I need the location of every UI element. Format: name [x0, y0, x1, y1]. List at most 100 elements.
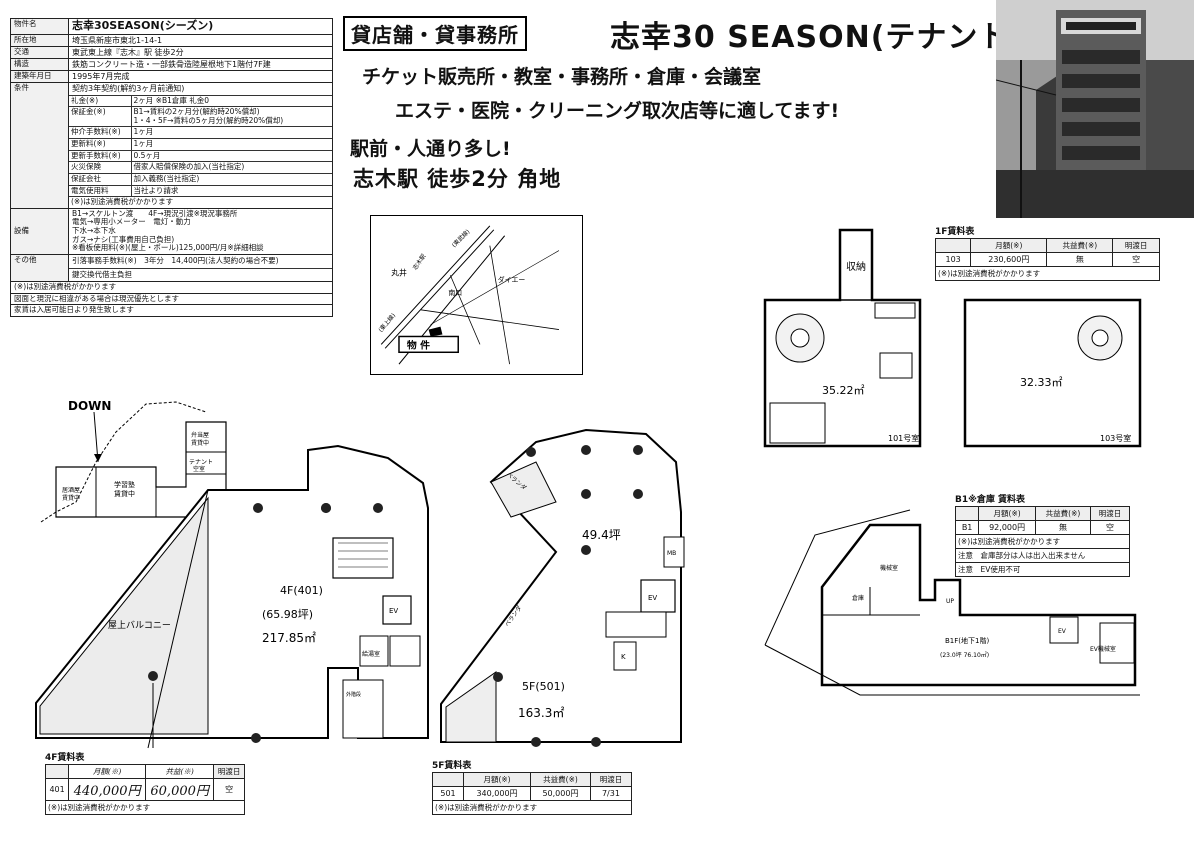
plan-b1-up: UP: [946, 598, 954, 605]
rent-5f-common: 50,000円: [530, 786, 591, 801]
site-plan-gakushu: 学習塾: [114, 480, 135, 489]
rent-5f-monthly: 340,000円: [463, 786, 532, 801]
rent-5f-room: 501: [431, 786, 465, 801]
rent-b1-monthly: 92,000円: [978, 520, 1036, 535]
rent-b1-header: 共益費(※): [1034, 506, 1091, 521]
cond-key: 電気使用料: [69, 185, 132, 198]
site-plan-tenant-status: 空室: [193, 465, 205, 473]
rent-table-b1-caption: B1※倉庫 賃料表: [955, 495, 1026, 505]
rent-4f-available: 空: [213, 778, 245, 801]
plan-5f-tsubo: 49.4坪: [582, 528, 621, 542]
map-label-south: 南口: [448, 288, 462, 297]
cond-value: 1ヶ月: [131, 138, 332, 151]
site-plan-izakaya: 居酒屋: [62, 486, 80, 494]
rent-table-1f-caption: 1F賃料表: [935, 227, 975, 237]
map-label-dept: ダイエー: [498, 275, 526, 284]
building-photo: [996, 0, 1194, 218]
structure-value: 鉄筋コンクリート造・一部鉄骨造陸屋根地下1階付7F建: [68, 58, 333, 72]
cond-value: 0.5ヶ月: [131, 150, 332, 163]
rent-5f-header: 共益費(※): [530, 772, 591, 787]
station-appeal-line: 駅前・人通り多し!: [350, 138, 511, 160]
rent-1f-available: 空: [1112, 252, 1160, 267]
cond-value: 加入義務(当社指定): [131, 173, 332, 186]
info-label: 物件名: [10, 18, 69, 35]
rent-table-5f: 5F賃料表 月額(※) 共益費(※) 明渡日 501 340,000円 50,0…: [431, 758, 633, 815]
rent-b1-note: (※)は別途消費税がかかります: [955, 534, 1130, 549]
rent-1f-common: 無: [1046, 252, 1114, 267]
plan-5f-k: K: [621, 653, 626, 661]
rent-1f-header: [934, 238, 972, 253]
plan-b1-souko: 倉庫: [852, 594, 864, 602]
rent-b1-room: B1: [954, 520, 980, 535]
plan-1f-room-a: 101号室: [888, 433, 919, 443]
rent-4f-note: (※)は別途消費税がかかります: [45, 800, 245, 815]
cond-key: 保証金(※): [69, 106, 132, 128]
map-label-marui: 丸井: [391, 267, 407, 277]
equipment-line: 下水→本下水: [72, 226, 116, 236]
rent-b1-common: 無: [1034, 520, 1091, 535]
rent-1f-room: 103: [934, 252, 972, 267]
cond-value: 当社より請求: [131, 185, 332, 198]
info-label: 所在地: [10, 33, 69, 47]
cond-value: B1→賃料の2ヶ月分(解約時20%償却)1・4・5F→賃料の5ヶ月分(解約時20…: [131, 106, 332, 128]
other-line: 鍵交換代借主負担: [72, 269, 132, 279]
site-plan-bento-status: 賃貸中: [191, 439, 209, 447]
site-plan-gakushu-status: 賃貸中: [114, 489, 135, 498]
rent-table-b1: B1※倉庫 賃料表 月額(※) 共益費(※) 明渡日 B1 92,000円 無 …: [954, 492, 1131, 577]
rent-4f-header: [44, 764, 70, 779]
rent-1f-header: 明渡日: [1112, 238, 1160, 253]
rent-4f-room: 401: [44, 778, 70, 801]
rent-5f-grid: 月額(※) 共益費(※) 明渡日 501 340,000円 50,000円 7/…: [431, 772, 633, 815]
rent-table-5f-caption: 5F賃料表: [432, 761, 472, 771]
floor-plan-1f: 収納 35.22㎡ 101号室 32.33㎡ 103号室: [763, 228, 1142, 448]
plan-4f-gaikai: 外階段: [346, 691, 361, 698]
plan-5f-unit: 5F(501): [522, 680, 565, 693]
plan-1f-storage: 収納: [846, 260, 866, 273]
rent-b1-header: [954, 506, 980, 521]
cond-key: 更新料(※): [69, 138, 132, 151]
rent-5f-available: 7/31: [589, 786, 633, 801]
info-label: 建築年月日: [10, 70, 69, 84]
site-plan-izakaya-status: 賃貸中: [62, 494, 80, 502]
built-value: 1995年7月完成: [68, 70, 333, 84]
plan-4f-balcony: 屋上バルコニー: [108, 620, 171, 631]
rent-table-1f: 1F賃料表 月額(※) 共益費(※) 明渡日 103 230,600円 無 空 …: [934, 224, 1160, 281]
plan-5f-mb: MB: [667, 550, 676, 557]
rent-1f-grid: 月額(※) 共益費(※) 明渡日 103 230,600円 無 空 (※)は別途…: [934, 238, 1160, 281]
plan-b1-unit: B1F(地下1階): [945, 636, 989, 645]
plan-b1-size: (23.0坪 76.10㎡): [940, 651, 989, 659]
rent-b1-header: 月額(※): [978, 506, 1036, 521]
plan-4f-tsubo: (65.98坪): [262, 608, 313, 621]
info-row-conditions: 条件 契約3年契約(解約3ヶ月前通知) 礼金(※)2ヶ月 ※B1倉庫 礼金0 保…: [10, 82, 333, 209]
cond-key: 仲介手数料(※): [69, 126, 132, 140]
rent-table-4f: 4F賃料表 月額(※) 共益(※) 明渡日 401 440,000円 60,00…: [44, 750, 245, 815]
cond-value: 借家人賠償保険の加入(当社指定): [131, 161, 332, 174]
equipment-line: B1→スケルトン渡 4F→現況引渡※現況事務所: [72, 208, 238, 218]
plan-4f-unit: 4F(401): [280, 584, 323, 597]
site-plan-tenant: テナント: [189, 459, 213, 466]
other-cell: 引落事務手数料(※) 3年分 14,400円(法人契約の場合不要) 鍵交換代借主…: [68, 253, 333, 283]
site-plan-bento: 弁当屋: [191, 431, 209, 439]
suitable-uses-line-2: エステ・医院・クリーニング取次店等に適してます!: [395, 100, 840, 122]
suitable-uses-line-1: チケット販売所・教室・事務所・倉庫・会議室: [362, 66, 762, 88]
cond-key: 更新手数料(※): [69, 150, 132, 163]
footnote: (※)は別途消費税がかかります: [10, 281, 333, 294]
other-line: 引落事務手数料(※) 3年分 14,400円(法人契約の場合不要): [69, 255, 332, 269]
conditions-subtable: 礼金(※)2ヶ月 ※B1倉庫 礼金0 保証金(※)B1→賃料の2ヶ月分(解約時2…: [69, 95, 332, 208]
equipment-cell: B1→スケルトン渡 4F→現況引渡※現況事務所 電気→専用小メーター 電灯・動力…: [68, 207, 333, 255]
conditions-cell: 契約3年契約(解約3ヶ月前通知) 礼金(※)2ヶ月 ※B1倉庫 礼金0 保証金(…: [68, 82, 333, 209]
rent-4f-header: 月額(※): [68, 764, 147, 779]
info-row-name: 物件名 志幸30SEASON(シーズン): [10, 18, 333, 35]
cond-value: 2ヶ月 ※B1倉庫 礼金0: [131, 95, 332, 108]
plan-1f-area-a: 35.22㎡: [822, 384, 865, 397]
info-row-access: 交通 東武東上線『志木』駅 徒歩2分: [10, 45, 333, 60]
rent-b1-note: 注意 倉庫部分は人は出入出来ません: [955, 548, 1130, 563]
info-row-address: 所在地 埼玉県新座市東北1-14-1: [10, 33, 333, 47]
equipment-line: ガス→ナシ(工事費用自己負担): [72, 234, 175, 244]
floor-plan-b1: 倉庫 機械室 B1F(地下1階) (23.0坪 76.10㎡) EV EV機械室…: [764, 509, 1140, 696]
footnote: 図面と現況に相違がある場合は現況優先とします: [10, 292, 333, 306]
address-value: 埼玉県新座市東北1-14-1: [68, 33, 333, 47]
rent-4f-common: 60,000円: [145, 778, 215, 801]
rent-4f-header: 明渡日: [213, 764, 245, 779]
plan-1f-area-b: 32.33㎡: [1020, 376, 1063, 389]
